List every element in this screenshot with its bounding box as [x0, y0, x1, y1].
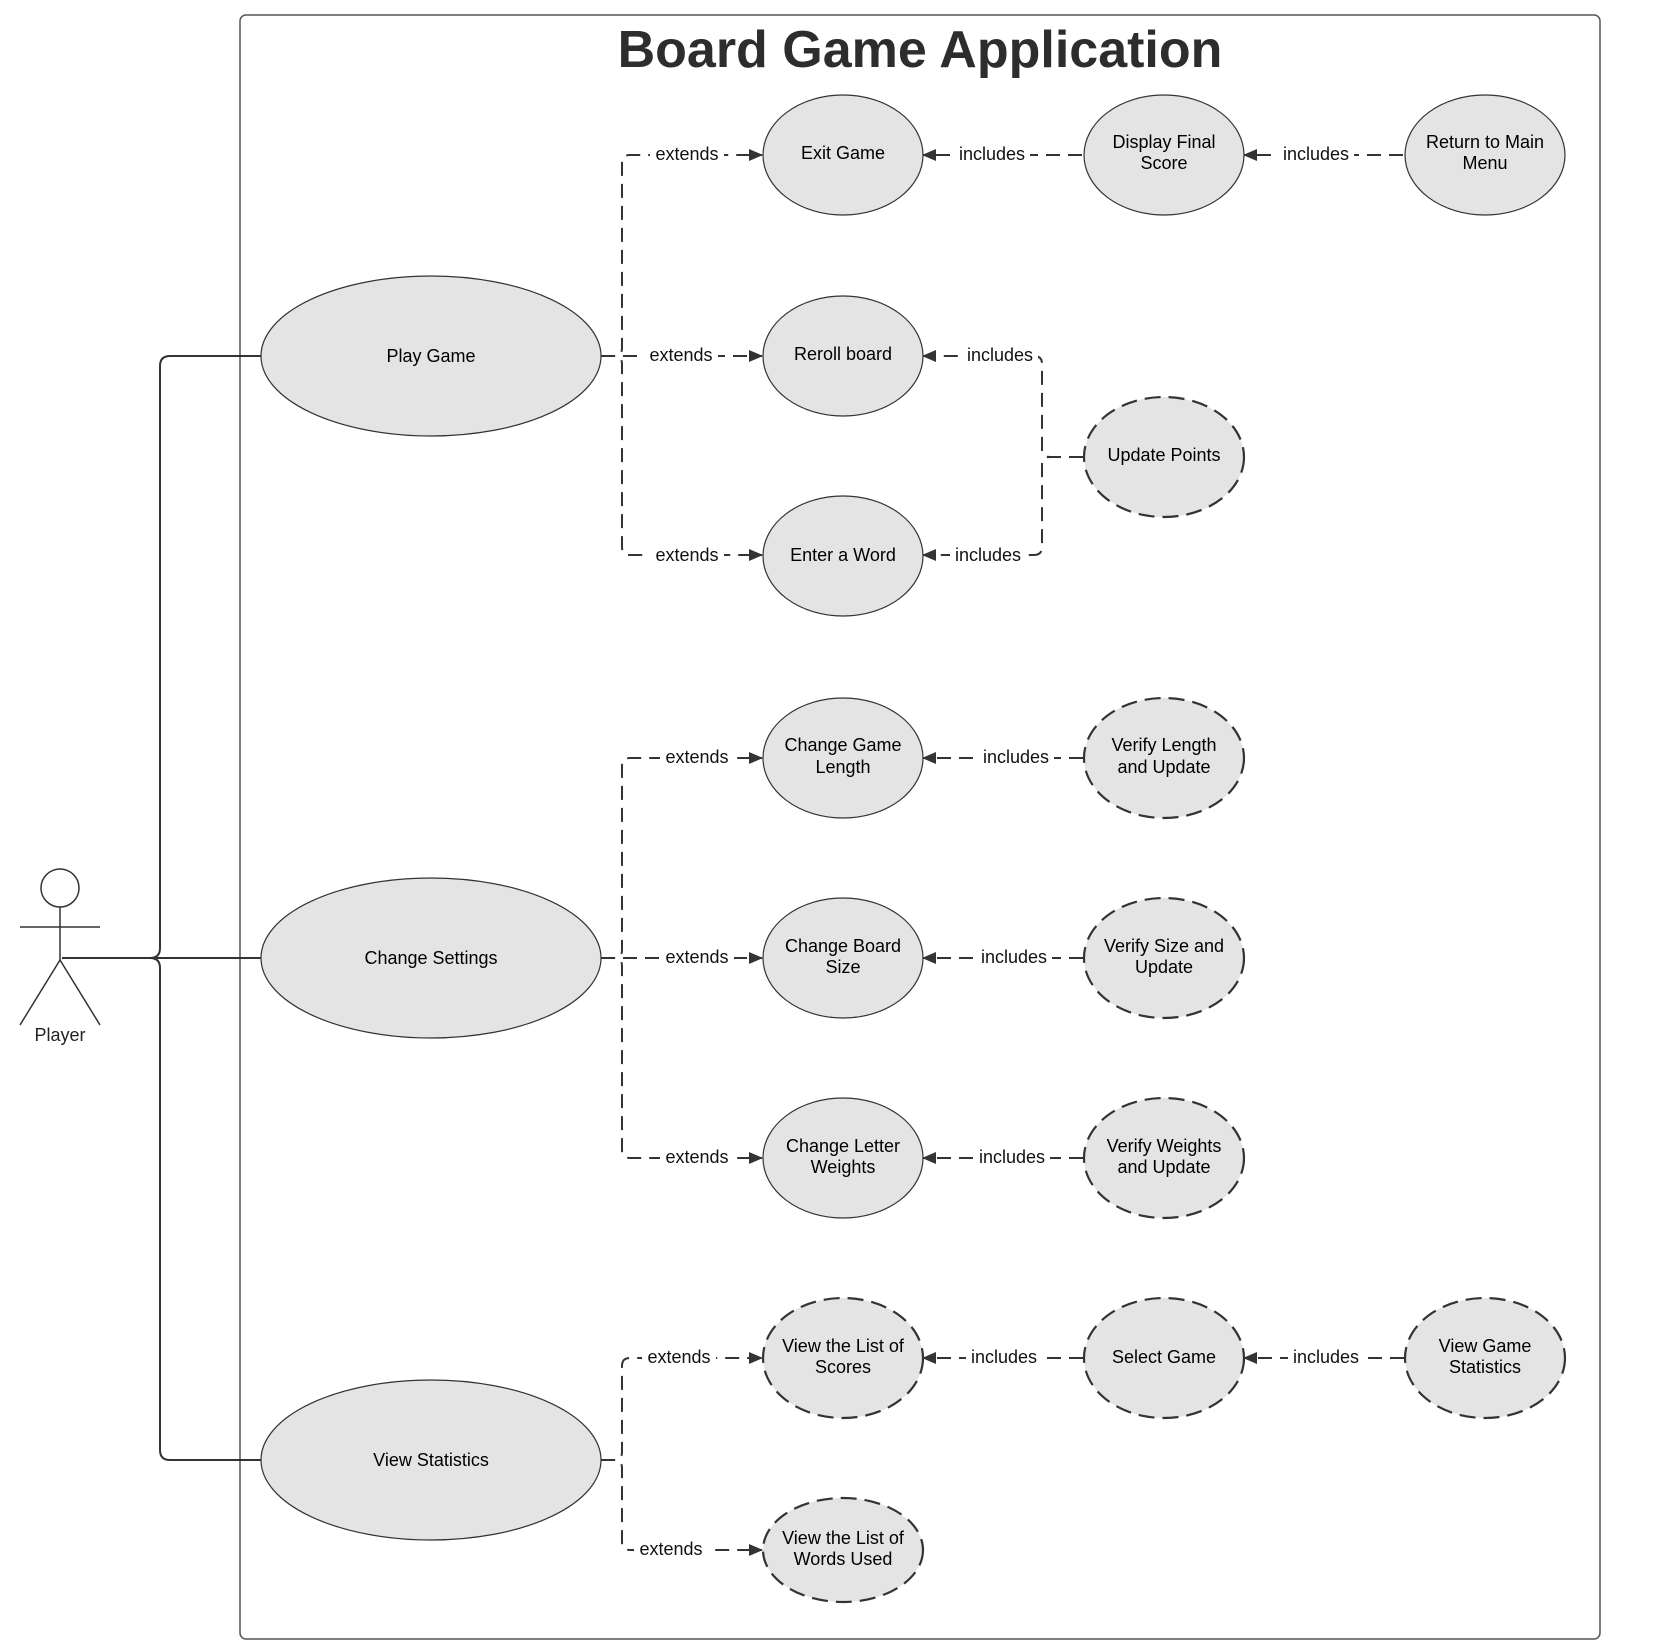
relation-labels: extends extends extends extends extends …	[634, 142, 1364, 1559]
extends-label: extends	[647, 1347, 710, 1367]
includes-label: includes	[967, 345, 1033, 365]
use-case-change-letter-weights[interactable]: Change Letter Weights	[762, 1097, 924, 1219]
extends-label: extends	[639, 1539, 702, 1559]
use-case-view-list-of-scores[interactable]: View the List of Scores	[761, 1296, 925, 1420]
svg-text:Length: Length	[815, 757, 870, 777]
actor-player[interactable]: Player	[19, 868, 101, 1045]
includes-label: includes	[1283, 144, 1349, 164]
svg-text:Size: Size	[825, 957, 860, 977]
includes-label: includes	[1293, 1347, 1359, 1367]
actor-associations	[62, 355, 262, 1461]
svg-text:Update Points: Update Points	[1107, 445, 1220, 465]
svg-text:Change Letter: Change Letter	[786, 1136, 900, 1156]
svg-text:Return to Main: Return to Main	[1426, 132, 1544, 152]
svg-text:Statistics: Statistics	[1449, 1357, 1521, 1377]
svg-text:Verify Weights: Verify Weights	[1107, 1136, 1222, 1156]
system-boundary	[239, 14, 1601, 1640]
extends-connectors	[601, 149, 763, 1556]
svg-text:View Game: View Game	[1439, 1336, 1532, 1356]
extends-label: extends	[655, 545, 718, 565]
includes-label: includes	[983, 747, 1049, 767]
extends-label: extends	[665, 947, 728, 967]
svg-text:Verify Length: Verify Length	[1111, 735, 1216, 755]
svg-text:Change Settings: Change Settings	[364, 948, 497, 968]
use-case-change-board-size[interactable]: Change Board Size	[762, 897, 924, 1019]
svg-text:View the List of: View the List of	[782, 1336, 905, 1356]
svg-text:Change Game: Change Game	[784, 735, 901, 755]
main-use-case-play-game[interactable]: Play Game	[260, 275, 602, 437]
includes-label: includes	[981, 947, 1047, 967]
diagram-title: Board Game Application	[618, 21, 1223, 79]
svg-text:View Statistics: View Statistics	[373, 1450, 489, 1470]
svg-text:Scores: Scores	[815, 1357, 871, 1377]
extends-label: extends	[655, 144, 718, 164]
svg-text:Exit Game: Exit Game	[801, 143, 885, 163]
svg-text:Enter a Word: Enter a Word	[790, 545, 896, 565]
extends-label: extends	[665, 1147, 728, 1167]
svg-text:Verify Size and: Verify Size and	[1104, 936, 1224, 956]
svg-text:Reroll board: Reroll board	[794, 344, 892, 364]
use-case-select-game[interactable]: Select Game	[1082, 1296, 1246, 1420]
svg-text:Menu: Menu	[1462, 153, 1507, 173]
svg-text:Display Final: Display Final	[1112, 132, 1215, 152]
svg-text:Words Used: Words Used	[794, 1549, 893, 1569]
svg-text:Score: Score	[1140, 153, 1187, 173]
use-case-change-game-length[interactable]: Change Game Length	[762, 697, 924, 819]
use-case-view-list-of-words-used[interactable]: View the List of Words Used	[761, 1496, 925, 1604]
svg-text:View the List of: View the List of	[782, 1528, 905, 1548]
actor-head	[40, 868, 80, 908]
actor-label: Player	[34, 1025, 85, 1045]
use-case-exit-game[interactable]: Exit Game	[762, 94, 924, 216]
includes-label: includes	[979, 1147, 1045, 1167]
use-case-update-points[interactable]: Update Points	[1082, 395, 1246, 519]
svg-text:Select Game: Select Game	[1112, 1347, 1216, 1367]
includes-label: includes	[959, 144, 1025, 164]
use-case-reroll-board[interactable]: Reroll board	[762, 295, 924, 417]
main-use-case-change-settings[interactable]: Change Settings	[260, 877, 602, 1039]
use-case-return-to-main-menu[interactable]: Return to Main Menu	[1404, 94, 1566, 216]
use-case-verify-size[interactable]: Verify Size and Update	[1082, 896, 1246, 1020]
extends-label: extends	[665, 747, 728, 767]
includes-label: includes	[971, 1347, 1037, 1367]
svg-text:and Update: and Update	[1117, 757, 1210, 777]
main-use-case-view-statistics[interactable]: View Statistics	[260, 1379, 602, 1541]
use-case-display-final-score[interactable]: Display Final Score	[1083, 94, 1245, 216]
svg-text:Play Game: Play Game	[386, 346, 475, 366]
use-case-view-game-statistics[interactable]: View Game Statistics	[1403, 1296, 1567, 1420]
svg-text:Weights: Weights	[811, 1157, 876, 1177]
svg-text:Change Board: Change Board	[785, 936, 901, 956]
use-case-verify-length[interactable]: Verify Length and Update	[1082, 696, 1246, 820]
use-case-verify-weights[interactable]: Verify Weights and Update	[1082, 1096, 1246, 1220]
use-case-enter-a-word[interactable]: Enter a Word	[762, 495, 924, 617]
svg-text:Update: Update	[1135, 957, 1193, 977]
includes-label: includes	[955, 545, 1021, 565]
svg-text:and Update: and Update	[1117, 1157, 1210, 1177]
extends-label: extends	[649, 345, 712, 365]
